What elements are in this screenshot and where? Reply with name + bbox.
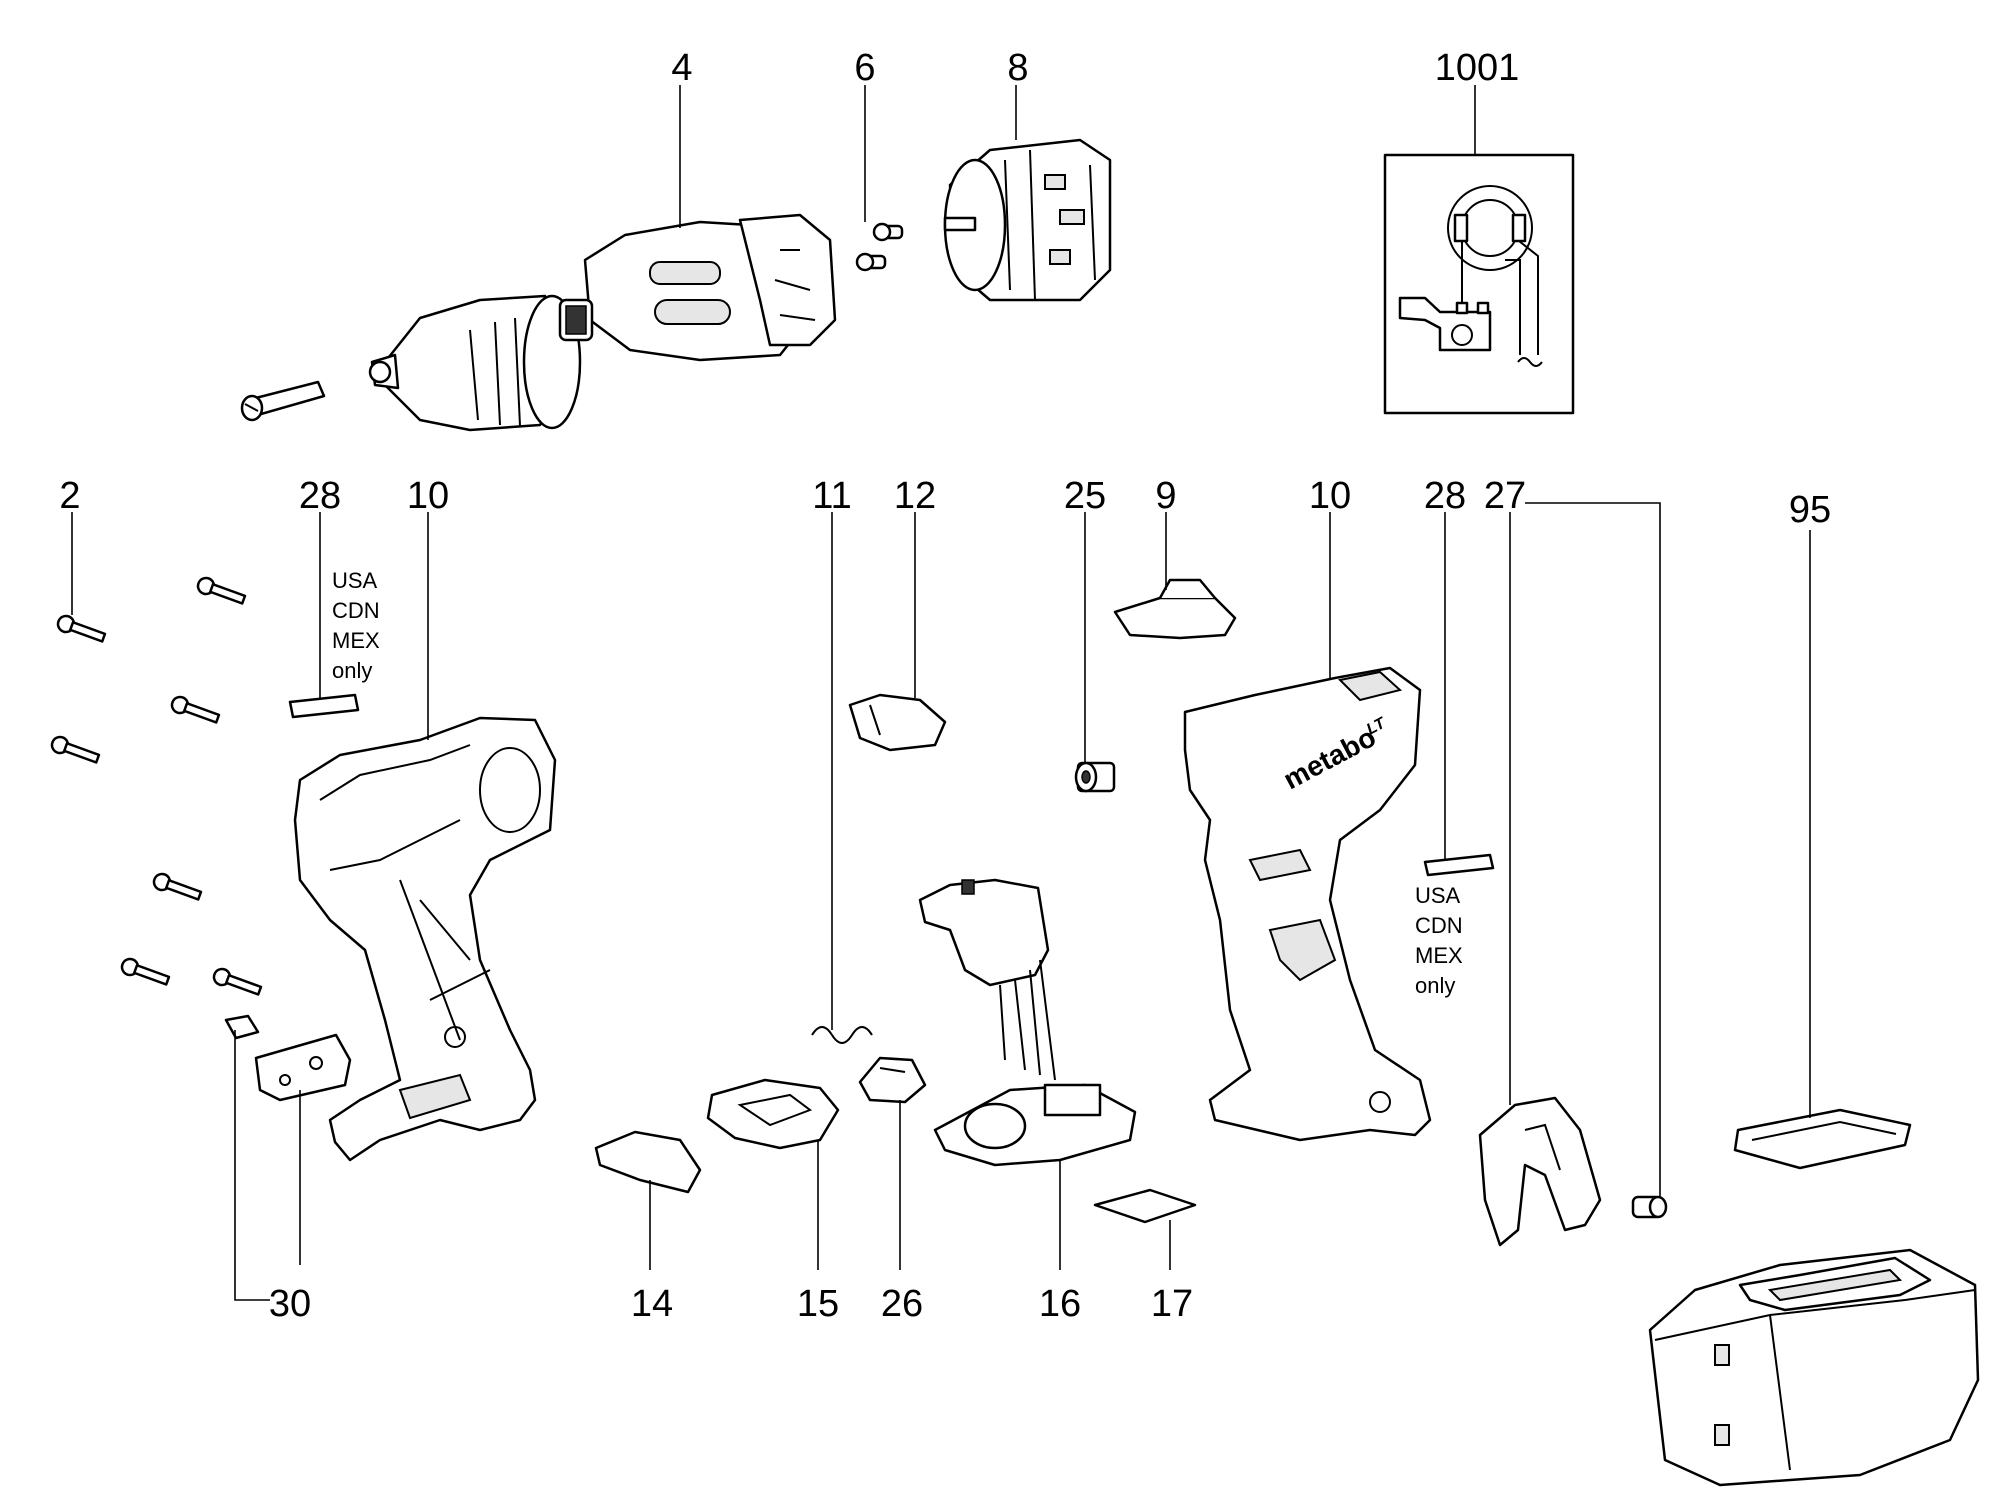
part-number-12: 12 bbox=[894, 475, 936, 517]
part-number-11: 11 bbox=[812, 475, 851, 517]
part-number-28-left: 28 bbox=[299, 475, 341, 517]
part-number-28-right: 28 bbox=[1424, 475, 1466, 517]
part-number-26: 26 bbox=[881, 1283, 923, 1325]
part-numbers: 4 6 8 1001 2 28 10 11 12 25 9 10 28 27 9… bbox=[59, 47, 1831, 1325]
part-number-14: 14 bbox=[631, 1283, 673, 1325]
note-left-line-2: CDN bbox=[332, 598, 380, 623]
housing-right-half: metabo LT bbox=[1183, 666, 1432, 1142]
note-left-line-4: only bbox=[332, 658, 372, 683]
gearbox bbox=[558, 213, 837, 362]
housing-screws bbox=[50, 576, 263, 996]
part-number-8: 8 bbox=[1007, 47, 1028, 89]
note-left-line-3: MEX bbox=[332, 628, 380, 653]
switch-cover bbox=[848, 693, 947, 752]
note-left-line-1: USA bbox=[332, 568, 378, 593]
part-number-10-right: 10 bbox=[1309, 475, 1351, 517]
label-strip-right bbox=[1423, 853, 1495, 877]
part-number-95: 95 bbox=[1789, 489, 1831, 531]
lever-14 bbox=[594, 1130, 702, 1194]
chuck-screw bbox=[240, 380, 326, 422]
part-number-25: 25 bbox=[1064, 475, 1106, 517]
region-note-right: USA CDN MEX only bbox=[1415, 883, 1463, 998]
part-number-1001: 1001 bbox=[1435, 47, 1520, 89]
circuit-schematic-panel bbox=[1383, 153, 1575, 415]
direction-slider bbox=[1113, 578, 1237, 640]
slide-plate-15 bbox=[706, 1078, 840, 1150]
part-number-9: 9 bbox=[1155, 475, 1176, 517]
housing-left-half bbox=[293, 716, 557, 1162]
spacer-bushing bbox=[1074, 761, 1116, 793]
belt-clip bbox=[1478, 1096, 1602, 1247]
part-number-10-left: 10 bbox=[407, 475, 449, 517]
part-number-6: 6 bbox=[854, 47, 875, 89]
insulating-sheet-17 bbox=[1093, 1188, 1197, 1224]
part-number-16: 16 bbox=[1039, 1283, 1081, 1325]
button-30 bbox=[224, 1014, 352, 1102]
switch-electronics bbox=[918, 878, 1137, 1167]
note-right-line-1: USA bbox=[1415, 883, 1461, 908]
label-strip-left bbox=[288, 693, 360, 719]
motor bbox=[943, 138, 1112, 302]
note-right-line-3: MEX bbox=[1415, 943, 1463, 968]
spring bbox=[811, 1026, 873, 1044]
part-number-2: 2 bbox=[59, 475, 80, 517]
part-number-27: 27 bbox=[1484, 475, 1526, 517]
clip-screw bbox=[1631, 1195, 1668, 1219]
part-number-15: 15 bbox=[797, 1283, 839, 1325]
battery-contact-plate bbox=[1733, 1108, 1912, 1170]
cap-26 bbox=[858, 1056, 927, 1104]
gearbox-screws bbox=[855, 222, 904, 272]
part-number-17: 17 bbox=[1151, 1283, 1193, 1325]
note-right-line-2: CDN bbox=[1415, 913, 1463, 938]
part-number-30: 30 bbox=[269, 1283, 311, 1325]
drill-chuck bbox=[368, 294, 582, 432]
part-number-4: 4 bbox=[671, 47, 692, 89]
region-note-left: USA CDN MEX only bbox=[332, 568, 380, 683]
battery-pack bbox=[1648, 1248, 1980, 1487]
note-right-line-4: only bbox=[1415, 973, 1455, 998]
leader-lines bbox=[71, 85, 1811, 1301]
